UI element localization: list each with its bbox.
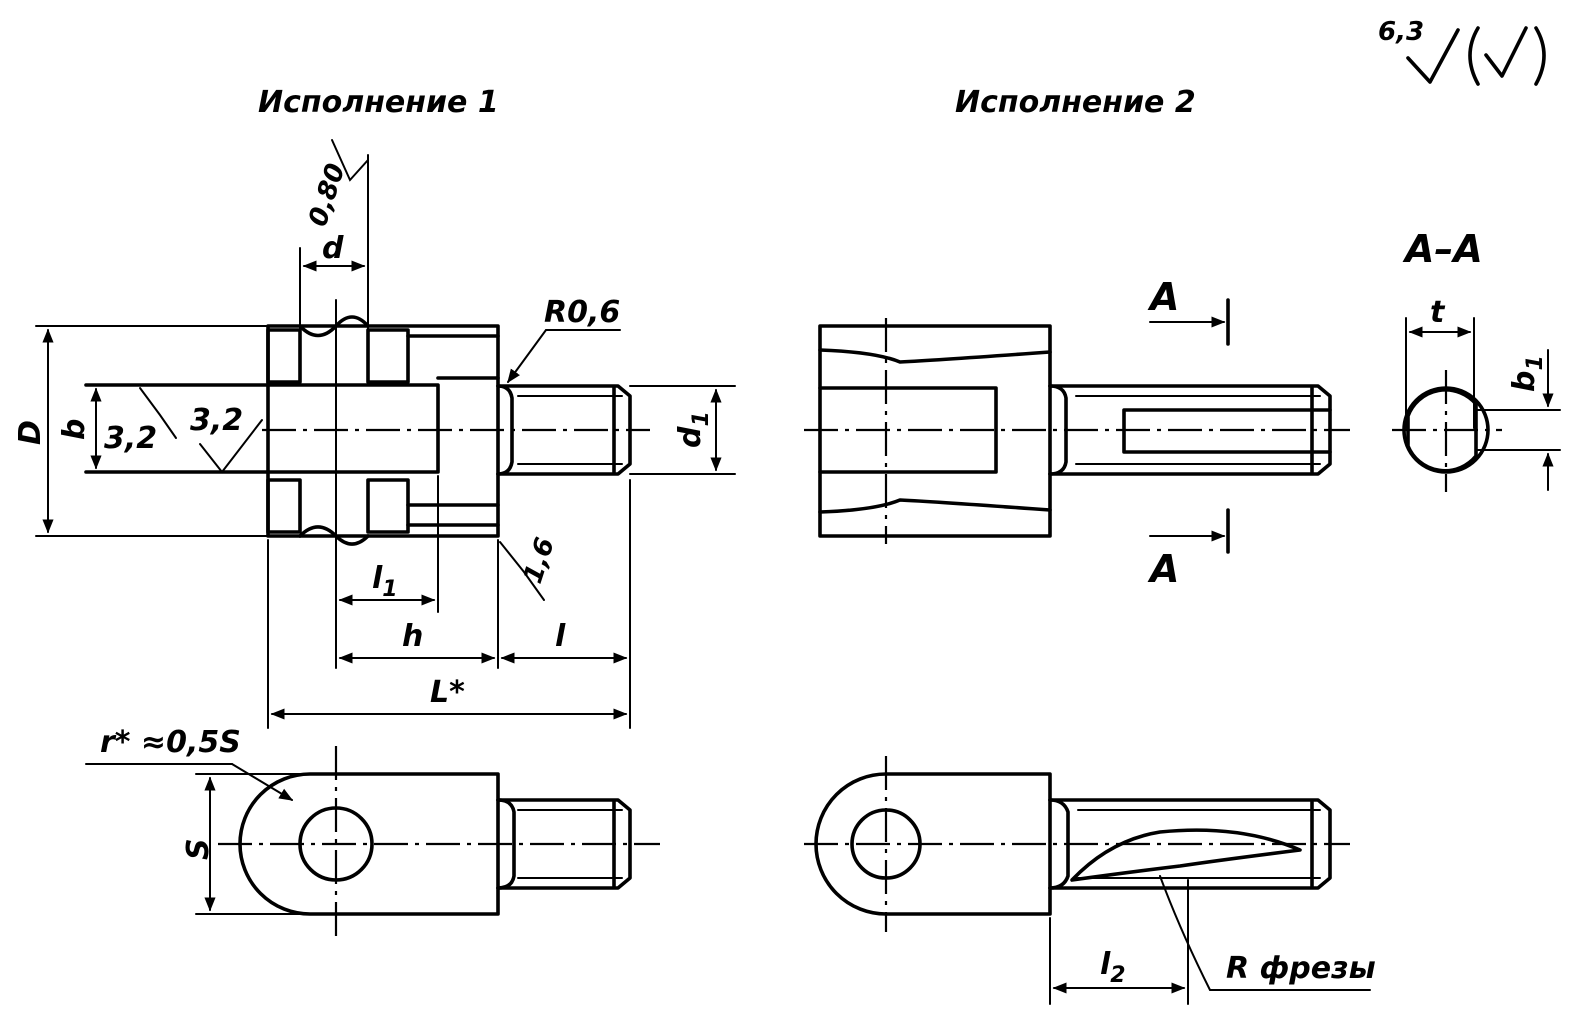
title-variant-1: Исполнение 1 <box>258 85 499 120</box>
dim-R: R0,6 <box>544 295 620 330</box>
general-roughness-mark: 6,3 <box>1378 17 1546 86</box>
v2-eye-outline <box>814 772 1052 916</box>
eye-body-outline <box>238 772 500 916</box>
roughness-16: 1,6 <box>518 534 561 587</box>
dim-D: D <box>13 420 48 445</box>
roughness-080-icon <box>331 139 369 182</box>
variant-2-top-view: l2 R фрезы <box>804 756 1376 1005</box>
fork-body-outline <box>266 324 500 538</box>
roughness-32-a-icon <box>139 387 177 439</box>
dim-d1: d1 <box>673 411 714 448</box>
variant-1-front-view: D b 3,2 3,2 d 0,80 R0,6 d1 1,6 l1 <box>13 139 736 729</box>
hatch-lug-top-right <box>366 328 410 384</box>
hatch-lug-bottom-left <box>266 478 302 534</box>
title-variant-2: Исполнение 2 <box>955 85 1196 120</box>
r-leader <box>231 763 294 801</box>
R-leader <box>507 329 547 384</box>
dim-r: r* ≈0,5S <box>100 725 241 760</box>
v2-curve-top <box>818 348 1052 364</box>
dim-l1: l1 <box>372 561 398 602</box>
variant-2-front-view: A A <box>804 275 1350 591</box>
section-label-top: A <box>1147 275 1179 319</box>
v2-shank-fillet <box>1048 384 1068 476</box>
roughness-080: 0,80 <box>303 160 351 230</box>
dim-l: l <box>555 619 566 654</box>
roughness-32-b-icon <box>199 419 263 474</box>
top-threaded-shank <box>496 798 632 890</box>
variant-1-top-view: S r* ≈0,5S <box>85 725 660 936</box>
v2-body-outline <box>818 324 1052 538</box>
dim-l2: l2 <box>1100 947 1126 988</box>
roughness-32-a: 3,2 <box>104 421 157 456</box>
hatch-lug-top-left <box>266 328 302 384</box>
v2-curve-bottom <box>818 498 1052 514</box>
dim-h: h <box>402 619 423 654</box>
title-section-aa: A–A <box>1402 227 1483 271</box>
paren-left-icon <box>1468 26 1480 86</box>
roughness-16-icon <box>499 541 545 601</box>
slot-outline <box>84 383 440 474</box>
cutter-radius: R фрезы <box>1226 951 1376 986</box>
section-hatch <box>1406 388 1478 473</box>
dim-L: L* <box>430 675 465 710</box>
paren-right-icon <box>1534 26 1546 86</box>
dim-b: b <box>57 419 92 440</box>
roughness-symbol-icon <box>1406 28 1460 84</box>
top-shank-fillet <box>496 798 516 890</box>
roughness-32-b: 3,2 <box>190 403 243 438</box>
dim-b1: b1 <box>1507 355 1548 392</box>
check-icon <box>1484 26 1528 78</box>
dim-d: d <box>322 231 344 266</box>
dim-t: t <box>1430 295 1446 330</box>
R-cutter-leader <box>1159 875 1371 991</box>
v2-milled-cut-hatch <box>1070 828 1302 882</box>
hatch-lug-bottom-right <box>366 478 410 534</box>
roughness-value: 6,3 <box>1378 17 1424 47</box>
section-label-bottom: A <box>1147 547 1179 591</box>
v2-slot <box>818 386 998 474</box>
section-aa-view: t b1 <box>1392 295 1561 492</box>
dim-S: S <box>181 838 216 860</box>
